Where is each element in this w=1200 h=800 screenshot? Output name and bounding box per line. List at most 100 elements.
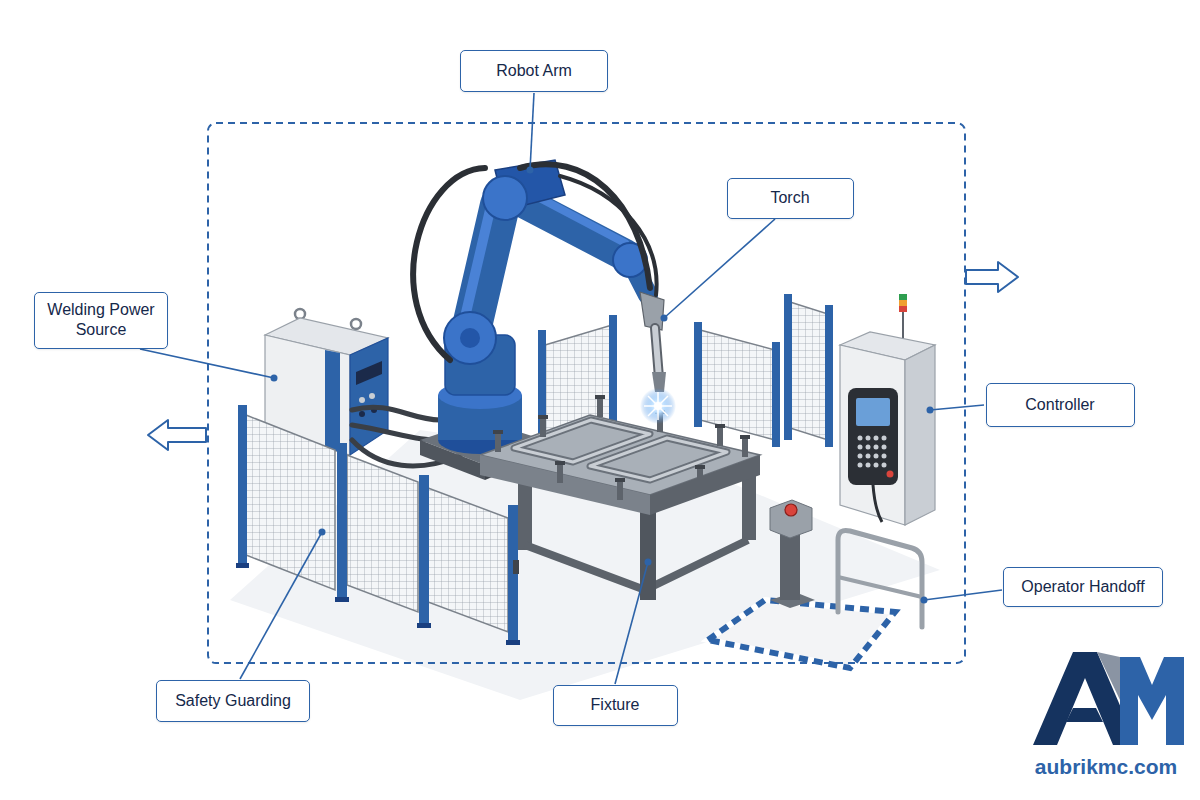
power-source-illustration-part bbox=[359, 397, 365, 403]
controller-illustration-part-part bbox=[858, 436, 863, 441]
robot-arm-illustration-part bbox=[655, 328, 659, 378]
fixture-illustration-part-part bbox=[615, 478, 625, 482]
controller-illustration-part-part bbox=[874, 436, 879, 441]
leader-dot-part bbox=[927, 407, 934, 414]
operator-station-part bbox=[838, 530, 922, 627]
back-fence-part bbox=[694, 322, 702, 427]
front-fence-part bbox=[347, 455, 418, 612]
outflow-arrow bbox=[148, 420, 206, 450]
fixture-illustration-part bbox=[590, 438, 727, 480]
fixture-illustration-part-part bbox=[717, 426, 723, 446]
callout-box: Safety Guarding bbox=[156, 680, 310, 722]
callout-label: Robot Arm bbox=[496, 61, 572, 81]
fixture-illustration-part-part bbox=[740, 435, 750, 439]
controller-illustration-part-part bbox=[858, 454, 863, 459]
controller-illustration-part-part bbox=[866, 463, 871, 468]
leader-line-part bbox=[140, 349, 274, 378]
leader-line-part bbox=[664, 219, 775, 318]
fixture-illustration-part-part bbox=[695, 465, 705, 469]
leader-line bbox=[140, 93, 1002, 684]
controller-illustration-part-part bbox=[866, 436, 871, 441]
leader-line-part bbox=[615, 562, 648, 684]
controller-illustration-part bbox=[887, 471, 894, 478]
power-cables-part bbox=[352, 407, 440, 420]
leader-line-part bbox=[924, 590, 1002, 600]
front-fence-part-part bbox=[506, 640, 520, 645]
controller-illustration-part bbox=[856, 398, 890, 426]
outflow-arrow bbox=[966, 262, 1018, 292]
back-fence-part bbox=[609, 315, 617, 430]
leader-dot-part bbox=[319, 529, 326, 536]
fixture-illustration-part-part bbox=[595, 395, 605, 399]
fixture-illustration-part-part bbox=[557, 463, 563, 483]
front-fence-part bbox=[337, 443, 347, 599]
callout-box: Torch bbox=[727, 178, 854, 219]
fixture-illustration-part-part bbox=[715, 424, 725, 428]
controller-illustration-part-part bbox=[858, 445, 863, 450]
operator-station bbox=[708, 500, 922, 668]
leader-line-part bbox=[530, 93, 534, 170]
back-fence-part bbox=[772, 342, 780, 447]
power-source-illustration-part bbox=[369, 393, 375, 399]
power-source-illustration-part bbox=[356, 361, 382, 385]
controller-illustration-part bbox=[858, 436, 887, 468]
controller-illustration-part-part bbox=[882, 445, 887, 450]
leader-dot-part bbox=[527, 167, 534, 174]
weld-spark-part bbox=[640, 388, 676, 424]
callout-box: Operator Handoff bbox=[1003, 567, 1163, 607]
robot-arm-illustration-part bbox=[460, 328, 480, 348]
fixture-illustration-part bbox=[480, 455, 650, 515]
front-fence-part-part bbox=[236, 563, 249, 568]
fixture-illustration bbox=[480, 395, 760, 600]
front-fence-part-part bbox=[417, 623, 431, 628]
robot-arm-illustration-part bbox=[444, 312, 496, 364]
fixture-illustration-part bbox=[493, 395, 750, 482]
robot-arm-illustration-part bbox=[655, 328, 659, 378]
controller-illustration-part-part bbox=[882, 463, 887, 468]
controller-illustration-part bbox=[840, 345, 905, 525]
operator-station-part bbox=[838, 577, 922, 597]
controller-illustration-part-part bbox=[882, 436, 887, 441]
controller-illustration-part-part bbox=[874, 454, 879, 459]
logo-text: aubrikmc.com bbox=[1022, 755, 1190, 779]
weld-spark-part bbox=[644, 392, 672, 420]
fixture-illustration-part bbox=[525, 540, 748, 590]
logo-mark-part bbox=[1022, 628, 1190, 790]
controller-illustration-part bbox=[899, 294, 907, 300]
controller-illustration-part bbox=[905, 345, 935, 525]
power-source-illustration-part bbox=[350, 338, 388, 455]
callout-box: Fixture bbox=[553, 685, 678, 726]
fixture-illustration-part-part bbox=[617, 480, 623, 500]
leader-dot-part bbox=[271, 375, 278, 382]
fixture-illustration-part-part bbox=[555, 461, 565, 465]
front-fence-part-part bbox=[335, 597, 349, 602]
back-fence-part bbox=[784, 294, 792, 440]
fixture-illustration-part-part bbox=[493, 430, 503, 434]
controller-illustration-part-part bbox=[882, 454, 887, 459]
controller-illustration-part-part bbox=[866, 454, 871, 459]
fixture-illustration-part bbox=[590, 438, 727, 480]
controller-illustration-part bbox=[899, 300, 907, 306]
controller-illustration-part-part bbox=[866, 445, 871, 450]
callout-label: Torch bbox=[770, 188, 809, 208]
leader-dot bbox=[271, 167, 934, 604]
robot-arm-illustration-part bbox=[483, 176, 527, 220]
leader-line-part bbox=[930, 405, 984, 410]
operator-station-part bbox=[708, 600, 895, 668]
controller-illustration-part bbox=[848, 388, 898, 485]
front-fence-part bbox=[419, 475, 429, 625]
power-source-illustration-part bbox=[359, 411, 365, 417]
leader-dot-part bbox=[645, 559, 652, 566]
front-fence-part bbox=[246, 415, 335, 590]
fixture-illustration-part-part bbox=[540, 417, 546, 437]
back-fence-part bbox=[825, 305, 833, 447]
callout-label: Fixture bbox=[591, 695, 640, 715]
front-fence-part bbox=[508, 505, 518, 642]
controller-illustration-part bbox=[873, 485, 882, 522]
callout-box: Robot Arm bbox=[460, 50, 608, 92]
power-source-illustration-part bbox=[325, 350, 340, 452]
callout-label: Welding Power Source bbox=[46, 300, 156, 340]
controller-illustration-part bbox=[899, 306, 907, 312]
fixture-illustration-part-part bbox=[597, 397, 603, 417]
